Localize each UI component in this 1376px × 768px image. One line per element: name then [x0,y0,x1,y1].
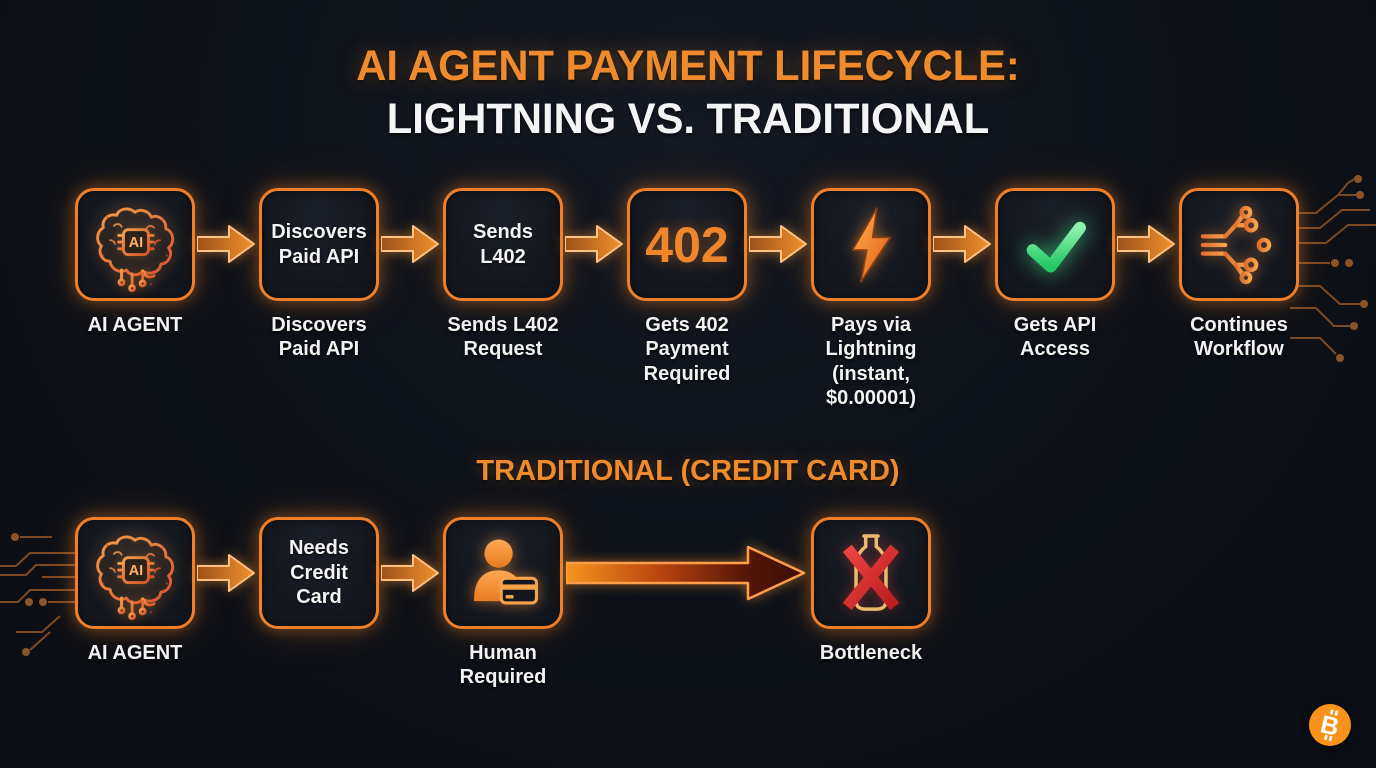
http-402-code: 402 [645,216,729,273]
traditional-step-bottleneck-box [811,517,931,629]
traditional-step-needs-card-box: Needs Credit Card [259,517,379,629]
lightning-step-label: Pays via Lightning (instant, $0.00001) [825,314,917,410]
page-title-line2: LIGHTNING VS. TRADITIONAL [386,95,990,143]
ai-brain-icon: AI [96,535,175,621]
flow-arrow [381,225,439,263]
traditional-step-label: AI AGENT [87,642,183,664]
traditional-step-human-box [443,517,563,629]
lightning-step-label: Gets API Access [1013,314,1097,361]
flow-arrow [933,225,991,263]
flow-arrow [1117,225,1175,263]
lightning-step-label: Discovers Paid API [271,314,367,361]
traditional-section-header: TRADITIONAL (CREDIT CARD) [476,455,900,487]
bitcoin-icon: B [1309,704,1351,746]
box-text: Needs Credit Card [288,537,350,609]
flow-arrow [197,225,255,263]
bottleneck-icon [842,534,900,611]
lightning-step-workflow-box [1179,188,1299,301]
flow-arrow [749,225,807,263]
circuit-traces-right [1290,175,1376,362]
lightning-step-402-box: 402 [627,188,747,301]
flow-arrow [197,554,255,592]
lightning-step-sends-l402-box: Sends L402 [443,188,563,301]
page-title-line1: AI AGENT PAYMENT LIFECYCLE: [356,42,1020,90]
svg-text:B: B [1318,710,1342,741]
lightning-step-ai-agent-box: AI [75,188,195,301]
traditional-step-label: Bottleneck [819,642,923,664]
bottleneck-arrow [566,545,806,601]
flow-arrow [381,554,439,592]
lightning-step-label: Continues Workflow [1190,314,1288,361]
lightning-step-pay-box [811,188,931,301]
lightning-step-discovers-box: Discovers Paid API [259,188,379,301]
traditional-step-label: Human Required [459,642,547,689]
lightning-step-label: AI AGENT [87,314,183,336]
box-text: Sends L402 [472,221,534,268]
lightning-step-label: Gets 402 Payment Required [643,314,731,385]
svg-text:AI: AI [129,563,143,579]
box-text: Discovers Paid API [271,221,367,268]
flow-arrow [565,225,623,263]
circuit-traces-left [0,533,78,656]
human-credit-card-icon [473,539,538,605]
traditional-step-ai-agent-box: AI [75,517,195,629]
svg-text:AI: AI [129,234,143,250]
lightning-step-access-box [995,188,1115,301]
lightning-step-label: Sends L402 Request [447,314,559,361]
circuit-branch-icon [1200,205,1272,284]
lightning-bolt-icon [851,206,892,283]
ai-brain-icon: AI [96,207,175,292]
checkmark-icon [1026,221,1086,273]
